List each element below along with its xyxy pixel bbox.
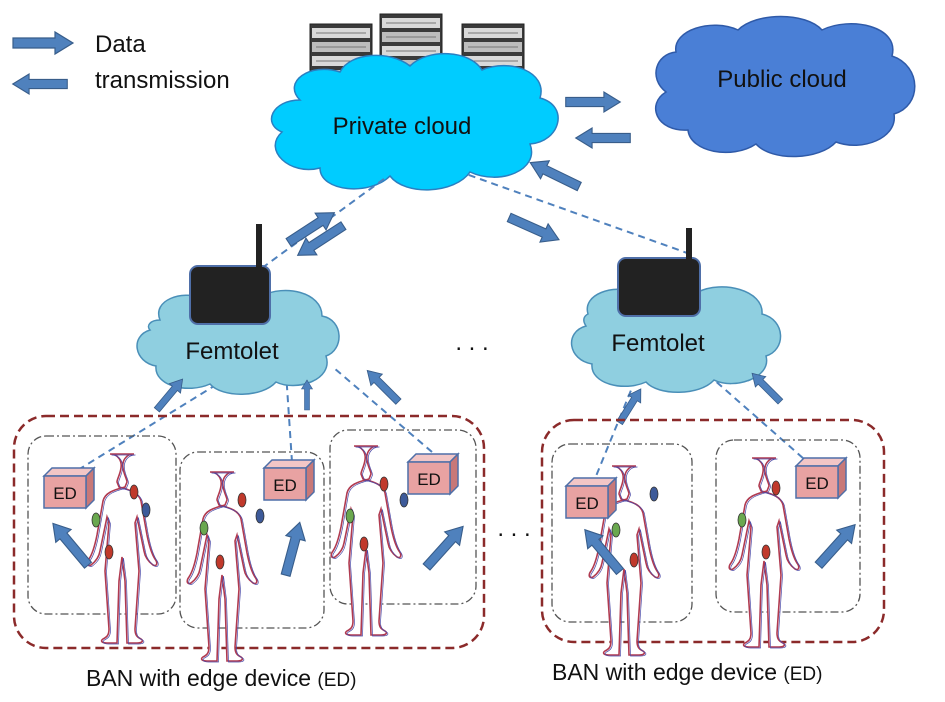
ed-box-icon: ED [565, 477, 617, 519]
ed-box-icon: ED [43, 467, 95, 509]
link-ed4 [591, 377, 637, 487]
link-ed3 [333, 367, 433, 453]
sensor-arrow-icon [275, 519, 311, 579]
ban-left-1 [27, 435, 177, 615]
ed-box-icon: ED [407, 453, 459, 495]
arrow-to-public-icon [565, 91, 621, 113]
arrow-right-femtolet-down-icon [504, 207, 564, 250]
person-icon [186, 471, 265, 663]
link-ed5 [711, 377, 813, 467]
ellipsis-bottom: . . . [497, 515, 530, 542]
private-cloud: Private cloud [270, 53, 559, 191]
public-cloud-label: Public cloud [717, 66, 846, 93]
ban-group-right: ED ED [540, 418, 886, 657]
ed-label: ED [575, 494, 599, 513]
person-icon [588, 465, 662, 657]
femtolet-right-label: Femtolet [611, 330, 705, 357]
link-right-femtolet-cloud [465, 173, 691, 255]
caption-left-main: BAN with edge device [86, 665, 317, 691]
femtolet-left-device-icon [189, 265, 271, 325]
person-icon [330, 445, 409, 637]
ban-group-left-border [12, 414, 486, 650]
ban-group-right-border [540, 418, 886, 644]
arrow-ban-femtolet-5-icon [746, 367, 787, 408]
ed-box-icon: ED [795, 457, 847, 499]
ban-right-2 [715, 439, 861, 613]
sensor-arrow-icon [810, 517, 864, 573]
femtolet-right: Femtolet [570, 228, 782, 393]
link-ed2 [285, 371, 293, 463]
public-cloud-shape [655, 15, 916, 158]
femtolet-left-label: Femtolet [185, 338, 279, 365]
caption-left: BAN with edge device (ED) [86, 665, 356, 691]
femtolet-right-device-icon [617, 257, 701, 317]
ban-left-3 [329, 429, 477, 605]
public-cloud: Public cloud [655, 15, 916, 158]
legend-line2: transmission [95, 67, 230, 94]
caption-right: BAN with edge device (ED) [552, 659, 822, 685]
ed-label: ED [53, 484, 77, 503]
person-icon [86, 453, 160, 645]
arrow-from-public-icon [575, 127, 631, 149]
sensor-arrow-icon [418, 519, 472, 575]
person-icon [728, 457, 802, 649]
femtolet-left: Femtolet [136, 224, 340, 395]
arrow-ban-femtolet-3-icon [361, 364, 405, 408]
private-cloud-label: Private cloud [333, 113, 472, 140]
legend: Data transmission [12, 31, 230, 95]
caption-left-paren: (ED) [317, 670, 356, 691]
ed-box-icon: ED [263, 459, 315, 501]
legend-line1: Data [95, 31, 146, 58]
femtolet-left-antenna-icon [256, 224, 262, 268]
ellipsis-middle: . . . [455, 329, 488, 356]
caption-right-paren: (ED) [783, 664, 822, 685]
ban-group-left: ED ED ED [12, 414, 486, 663]
legend-arrow-right-icon [12, 31, 74, 55]
sensor-arrow-icon [44, 516, 97, 573]
ed-label: ED [273, 476, 297, 495]
ban-right-1 [551, 443, 693, 623]
arrow-right-femtolet-up-icon [525, 152, 585, 197]
legend-arrow-left-icon [12, 73, 68, 95]
private-cloud-shape [270, 53, 559, 191]
ban-left-2 [179, 451, 325, 629]
ed-label: ED [805, 474, 829, 493]
femtolet-right-antenna-icon [686, 228, 692, 260]
ed-label: ED [417, 470, 441, 489]
caption-right-main: BAN with edge device [552, 659, 783, 685]
